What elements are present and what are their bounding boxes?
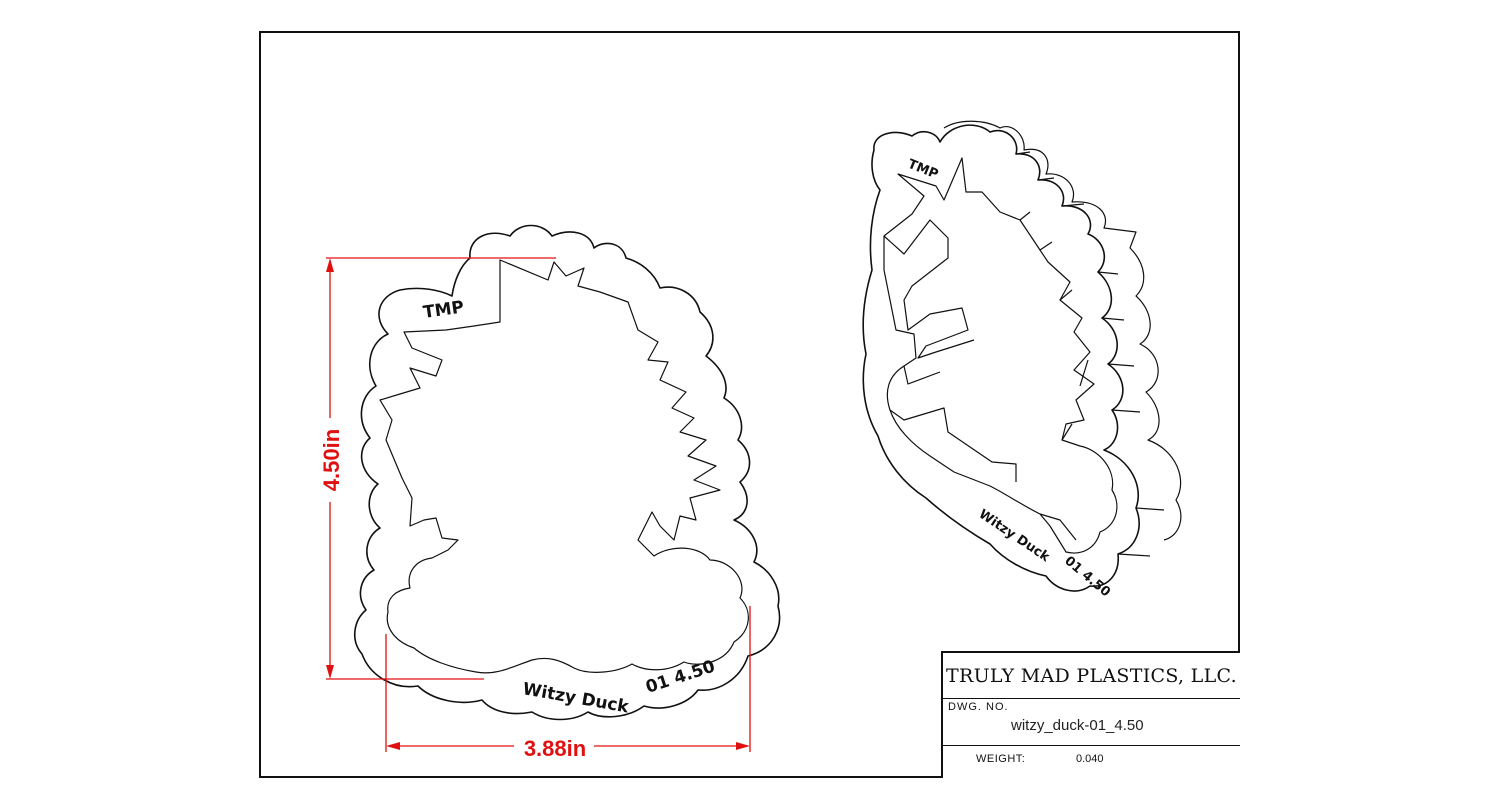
front-emboss-code: 01 4.50 <box>643 657 717 698</box>
front-emboss-name: Witzy Duck <box>521 679 631 717</box>
width-dimension-label: 3.88in <box>524 736 586 761</box>
iso-back-outline <box>943 120 1182 541</box>
height-dimension: 4.50in <box>318 257 556 680</box>
height-dimension-label: 4.50in <box>319 429 344 491</box>
front-emboss-tmp: TMP <box>422 297 465 323</box>
company-name: TRULY MAD PLASTICS, LLC. <box>943 653 1240 699</box>
drawing-number-label: DWG. NO. <box>948 701 1009 713</box>
front-view: TMP Witzy Duck 01 4.50 <box>354 224 781 721</box>
weight-value: 0.040 <box>1076 753 1104 765</box>
weight-cell: WEIGHT: 0.040 <box>943 746 1240 778</box>
drawing-number-value: witzy_duck-01_4.50 <box>1011 717 1144 734</box>
drawing-sheet-border <box>259 31 1240 778</box>
width-dimension: 3.88in <box>385 606 751 761</box>
iso-wall-depth <box>883 211 1089 541</box>
iso-emboss-code: 01 4.50 <box>1061 554 1113 601</box>
weight-label: WEIGHT: <box>976 753 1026 765</box>
title-block: TRULY MAD PLASTICS, LLC. DWG. NO. witzy_… <box>941 651 1240 778</box>
iso-inner-outline <box>883 157 1118 554</box>
isometric-view: TMP Witzy Duck 01 4.50 <box>862 120 1182 601</box>
cutter-outer-outline <box>354 224 781 721</box>
drawing-number-cell: DWG. NO. witzy_duck-01_4.50 <box>943 699 1240 746</box>
cutter-inner-outline <box>379 259 749 674</box>
iso-back-steps <box>1015 151 1165 557</box>
